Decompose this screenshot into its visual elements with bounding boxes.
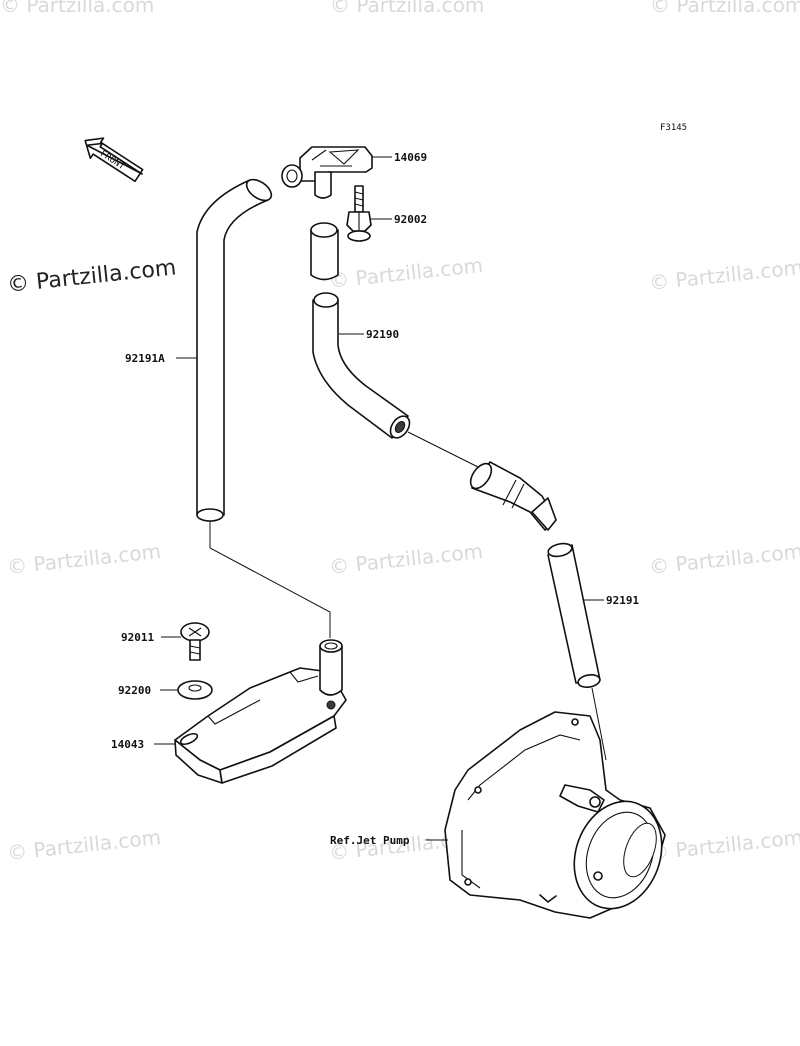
- leader-line: [209, 521, 331, 638]
- part-label-jet-pump: Ref.Jet Pump: [330, 834, 410, 847]
- watermark: © Partzilla.com: [6, 825, 162, 865]
- part-label-92191A: 92191A: [125, 352, 165, 365]
- hose-short: [310, 222, 339, 281]
- washer-92200: [177, 680, 213, 700]
- part-label-14043: 14043: [111, 738, 144, 751]
- front-arrow-icon: FRONT: [84, 137, 144, 183]
- bolt-92002: [346, 185, 372, 242]
- part-label-14069: 14069: [394, 151, 427, 164]
- part-label-92200: 92200: [118, 684, 151, 697]
- watermark: © Partzilla.com: [648, 255, 800, 295]
- fitting-14069: [281, 146, 373, 199]
- watermark: © Partzilla.com: [650, 0, 800, 17]
- part-label-92002: 92002: [394, 213, 427, 226]
- part-label-92190: 92190: [366, 328, 399, 341]
- screw-92011: [180, 622, 210, 661]
- leader-line: [591, 687, 607, 761]
- watermark: © Partzilla.com: [328, 253, 484, 293]
- watermark: © Partzilla.com: [648, 825, 800, 865]
- watermark: © Partzilla.com: [648, 539, 800, 579]
- watermark: © Partzilla.com: [330, 0, 484, 17]
- bracket-14043: [174, 639, 347, 784]
- jet-pump: [444, 711, 666, 919]
- hose-92191: [547, 542, 601, 689]
- hose-92191A: [196, 178, 273, 522]
- part-label-92191: 92191: [606, 594, 639, 607]
- watermark-main: © Partzilla.com: [6, 255, 177, 298]
- leader-line: [407, 431, 481, 469]
- hose-92190: [312, 292, 411, 439]
- figure-code: F3145: [660, 123, 687, 133]
- bent-fitting: [469, 461, 557, 531]
- watermark: © Partzilla.com: [0, 0, 154, 17]
- watermark: © Partzilla.com: [328, 539, 484, 579]
- part-label-92011: 92011: [121, 631, 154, 644]
- watermark: © Partzilla.com: [6, 539, 162, 579]
